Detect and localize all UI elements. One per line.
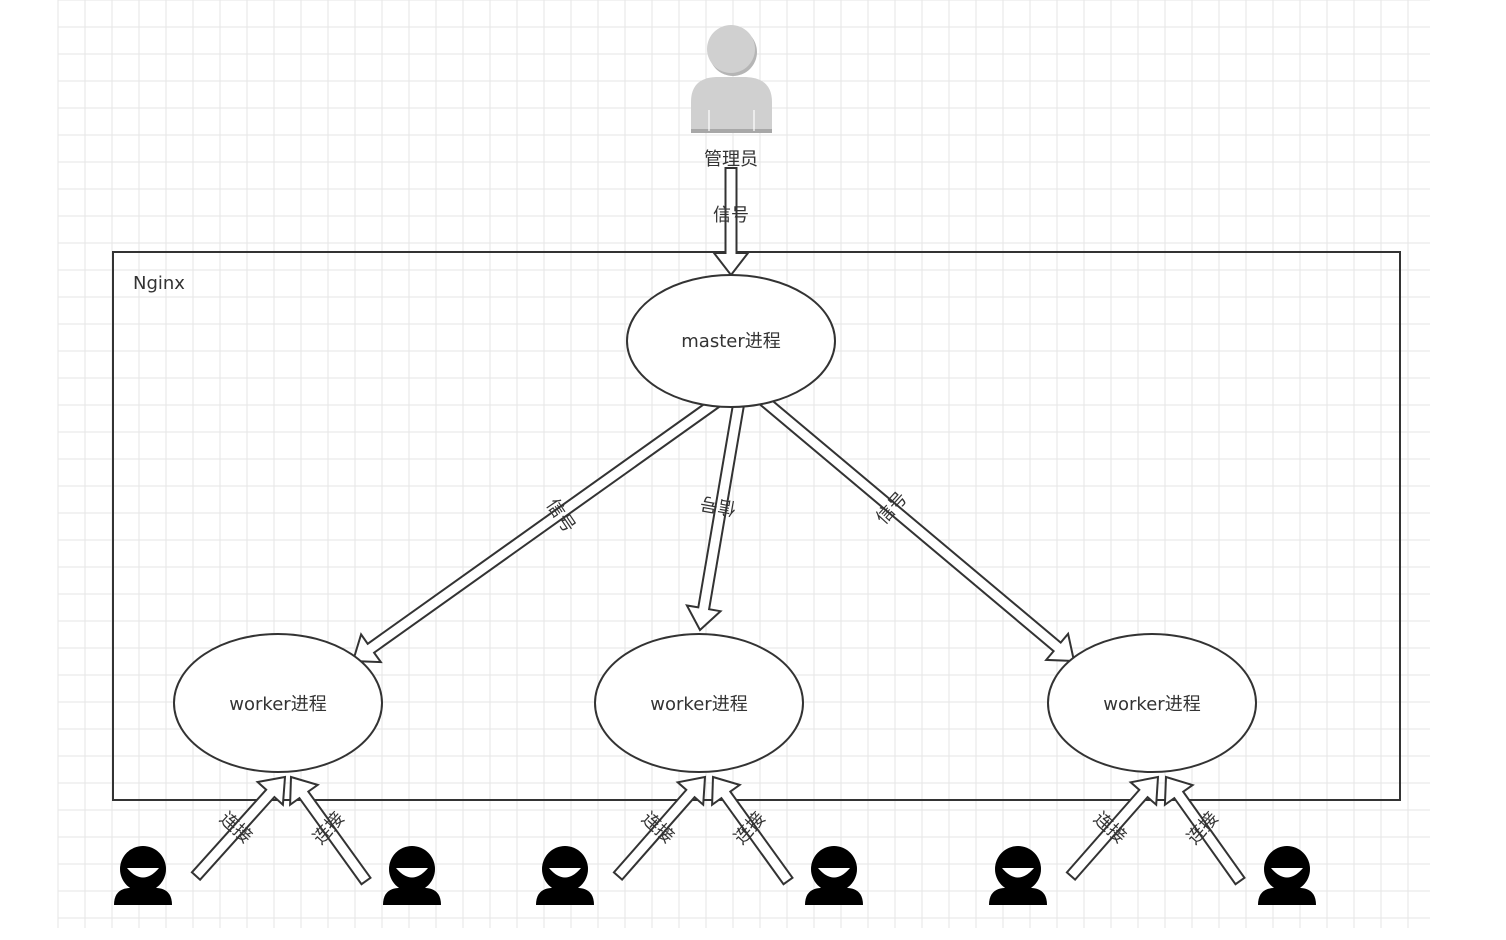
signal-edge-arrow[interactable] <box>685 393 747 632</box>
client-user-icon[interactable] <box>383 846 441 905</box>
connection-arrow[interactable] <box>1065 775 1160 882</box>
worker-node[interactable]: worker进程 <box>1047 633 1257 773</box>
client-user-icon[interactable] <box>114 846 172 905</box>
signal-edge-label: 信号 <box>698 492 737 519</box>
admin-user-icon <box>691 25 772 133</box>
client-user-icon[interactable] <box>1258 846 1316 905</box>
admin-user[interactable]: 管理员 <box>691 25 772 170</box>
nginx-container-label: Nginx <box>133 273 185 294</box>
connection-arrow[interactable] <box>289 775 372 886</box>
nginx-container[interactable] <box>112 251 1401 801</box>
worker-node[interactable]: worker进程 <box>594 633 804 773</box>
master-node-label: master进程 <box>681 331 780 352</box>
client-user-icon[interactable] <box>536 846 594 905</box>
worker-node-label: worker进程 <box>229 694 326 715</box>
worker-node-label: worker进程 <box>650 694 747 715</box>
connection-arrow[interactable] <box>190 775 287 882</box>
connection-arrow[interactable] <box>1163 775 1246 886</box>
admin-label: 管理员 <box>704 149 758 170</box>
client-user-icon[interactable] <box>989 846 1047 905</box>
worker-node-label: worker进程 <box>1103 694 1200 715</box>
connection-arrow[interactable] <box>612 775 707 882</box>
admin-signal-label: 信号 <box>713 205 749 226</box>
admin-signal-arrow[interactable] <box>711 167 751 277</box>
signal-edge-arrow[interactable] <box>751 388 1076 663</box>
signal-edge-arrow[interactable] <box>351 390 730 664</box>
connection-arrow[interactable] <box>711 775 794 886</box>
worker-node[interactable]: worker进程 <box>173 633 383 773</box>
master-node[interactable]: master进程 <box>626 274 836 408</box>
client-user-icon[interactable] <box>805 846 863 905</box>
